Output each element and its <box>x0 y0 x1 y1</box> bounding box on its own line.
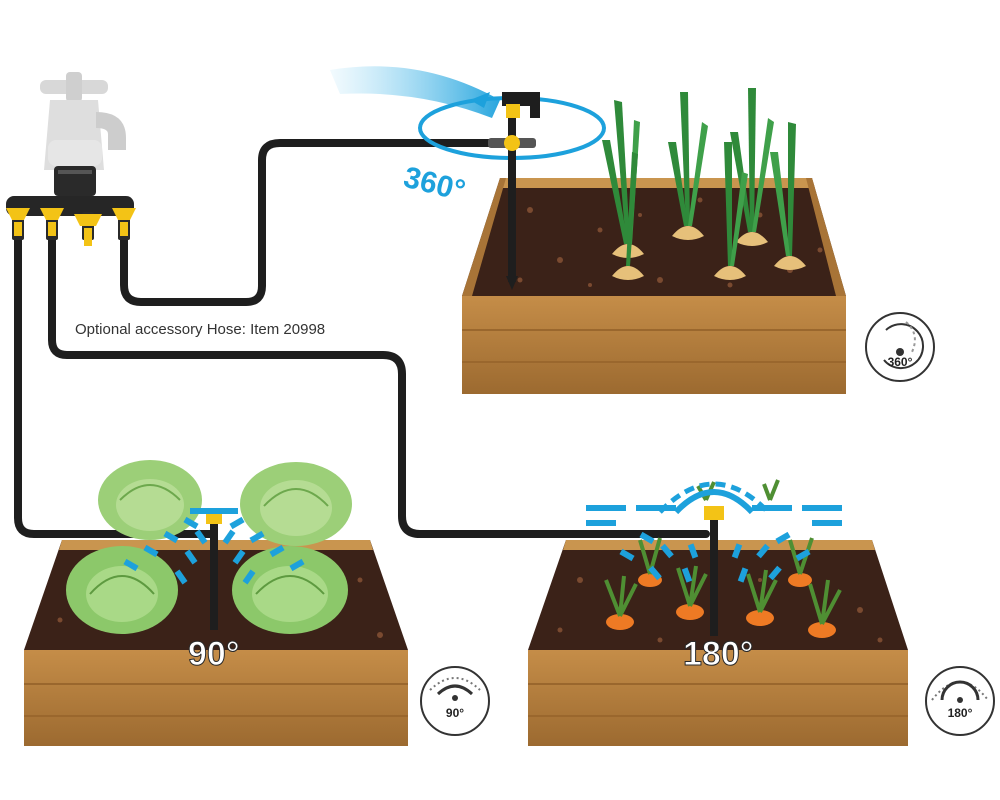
hose-network <box>14 139 710 538</box>
angle-label-90: 90° <box>188 635 239 673</box>
accessory-caption: Optional accessory Hose: Item 20998 <box>75 321 325 338</box>
onion-plant <box>714 142 748 280</box>
four-way-manifold <box>6 196 136 246</box>
icon-label-360: 360° <box>888 355 913 369</box>
icon-label-180: 180° <box>948 706 973 720</box>
carrot <box>746 569 778 626</box>
carrot <box>676 565 708 620</box>
hose-to-360-sprinkler <box>120 139 504 306</box>
cabbage <box>240 462 352 546</box>
cabbage <box>98 460 202 540</box>
carrots <box>604 479 842 638</box>
angle-label-360: 360° <box>400 161 468 208</box>
cabbage <box>232 546 348 634</box>
hose-to-180-sprinkler <box>48 236 710 538</box>
icon-label-90: 90° <box>446 706 464 720</box>
cabbages <box>66 460 352 634</box>
carrot <box>788 537 814 587</box>
cabbage <box>66 546 178 634</box>
carrot <box>808 579 842 638</box>
sprinkler-360-icon: 360° <box>865 312 935 382</box>
onion-plant <box>770 122 806 270</box>
spray-pattern-90 <box>123 508 305 585</box>
faucet-icon <box>40 72 126 196</box>
hose-to-90-sprinkler <box>14 236 216 538</box>
sprinkler-90-icon: 90° <box>420 666 490 736</box>
onion-plant <box>612 152 644 280</box>
sprinkler-90 <box>123 508 305 630</box>
spray-swoosh <box>330 66 500 118</box>
angle-label-180: 180° <box>683 635 753 673</box>
spray-pattern-180 <box>586 481 842 583</box>
sprinkler-180-icon: 180° <box>925 666 995 736</box>
onion-plants <box>602 88 806 280</box>
sprinkler-180 <box>586 481 842 636</box>
onion-plant <box>668 92 708 240</box>
carrot <box>604 575 638 630</box>
